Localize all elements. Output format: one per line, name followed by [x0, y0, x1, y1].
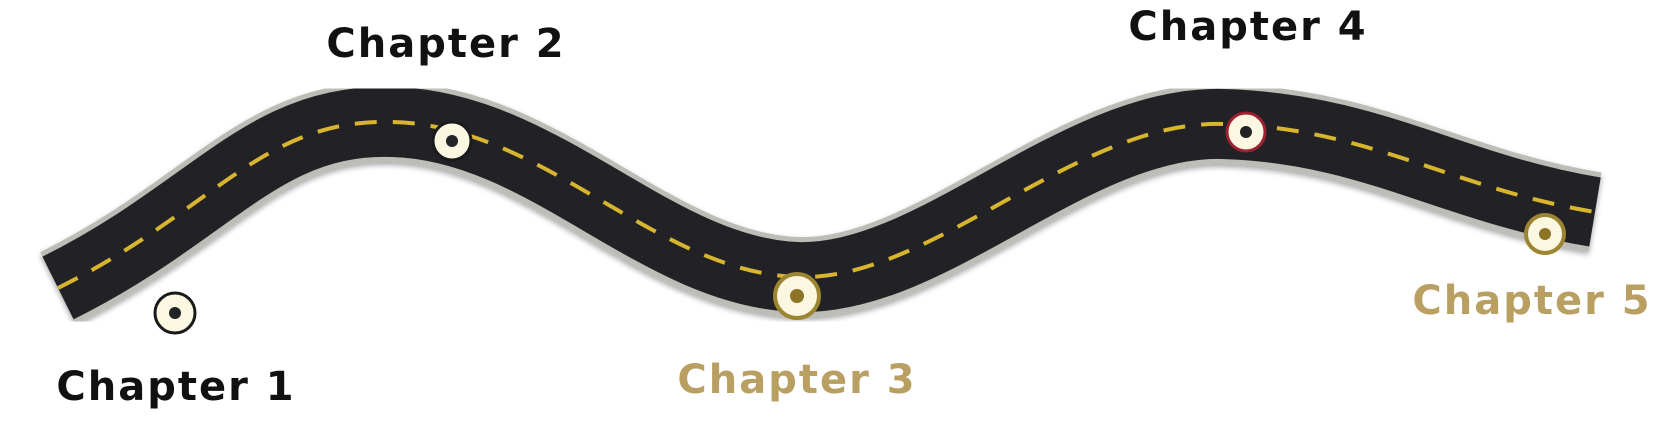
chapter-5-milestone[interactable]: Chapter 5 — [1412, 213, 1651, 324]
chapter-5-label: Chapter 5 — [1412, 278, 1651, 324]
chapter-3-label: Chapter 3 — [677, 357, 916, 403]
chapter-4-marker-dot — [1240, 126, 1252, 138]
chapter-1-marker-dot — [169, 307, 181, 319]
chapter-1-milestone[interactable]: Chapter 1 — [56, 291, 295, 410]
chapter-4-milestone[interactable]: Chapter 4 — [1128, 4, 1367, 153]
chapter-2-marker-dot — [446, 135, 458, 147]
chapter-5-marker-dot — [1539, 228, 1551, 240]
chapter-2-label: Chapter 2 — [326, 21, 565, 67]
chapter-1-label: Chapter 1 — [56, 364, 295, 410]
chapter-2-milestone[interactable]: Chapter 2 — [326, 21, 565, 162]
chapter-4-label: Chapter 4 — [1128, 4, 1367, 50]
chapter-3-milestone[interactable]: Chapter 3 — [677, 272, 916, 403]
chapter-3-marker-dot — [790, 289, 804, 303]
